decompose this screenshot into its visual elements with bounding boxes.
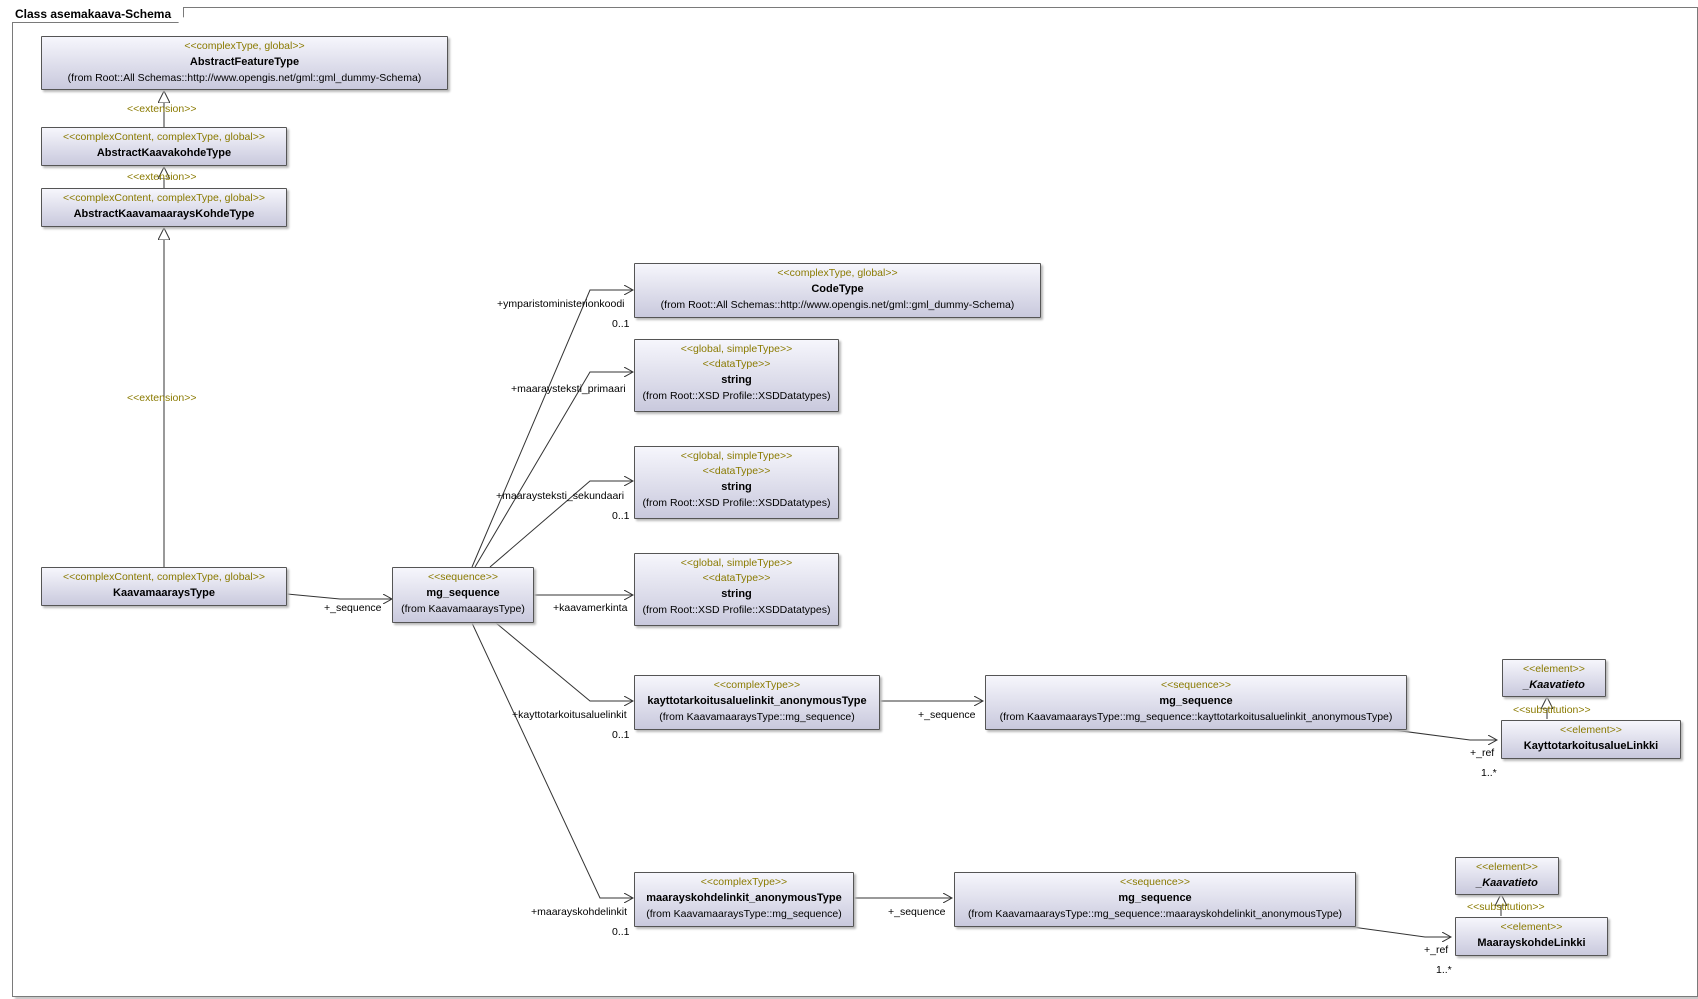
stereotype: <<complexContent, complexType, global>>: [63, 571, 265, 583]
kaytto-multiplicity: 0..1: [612, 729, 630, 741]
class-name: MaarayskohdeLinkki: [1477, 937, 1586, 949]
stereotype: <<global, simpleType>>: [680, 450, 793, 462]
kaytto-role-label: +kayttotarkoitusaluelinkit: [512, 709, 627, 721]
maarayskohde-mg-sequence-box[interactable]: <<sequence>> mg_sequence (from Kaavamaar…: [954, 872, 1356, 927]
abstract-kaavakohde-type-box[interactable]: <<complexContent, complexType, global>> …: [41, 127, 287, 166]
abstract-kaavamaarayskohde-type-box[interactable]: <<complexContent, complexType, global>> …: [41, 188, 287, 227]
kaytto-ref-edge: [1385, 728, 1497, 740]
stereotype: <<sequence>>: [427, 571, 499, 583]
class-name: mg_sequence: [1159, 695, 1233, 707]
kaavatieto-element-box-1[interactable]: <<element>> _Kaavatieto: [1502, 659, 1606, 697]
class-name: mg_sequence: [426, 587, 500, 599]
from-path: (from KaavamaaraysType::mg_sequence::kay…: [999, 711, 1393, 723]
extension-label-2: <<extension>>: [127, 171, 197, 183]
kayttotarkoitus-mg-sequence-box[interactable]: <<sequence>> mg_sequence (from Kaavamaar…: [985, 675, 1407, 730]
maarays-edge: [471, 622, 633, 898]
stereotype: <<element>>: [1523, 663, 1585, 675]
class-name: _Kaavatieto: [1523, 679, 1585, 691]
class-name: kayttotarkoitusaluelinkit_anonymousType: [647, 695, 867, 707]
stereotype: <<element>>: [1560, 724, 1622, 736]
from-path: (from KaavamaaraysType::mg_sequence): [646, 908, 842, 920]
class-name: AbstractKaavamaaraysKohdeType: [73, 208, 255, 220]
from-path: (from Root::XSD Profile::XSDDatatypes): [642, 497, 831, 509]
kaavamerkinta-role-label: +kaavamerkinta: [553, 602, 628, 614]
maarayskohdelinkki-element-box[interactable]: <<element>> MaarayskohdeLinkki: [1455, 917, 1608, 956]
from-path: (from Root::XSD Profile::XSDDatatypes): [642, 390, 831, 402]
class-name: AbstractKaavakohdeType: [96, 147, 232, 159]
stereotype: <<global, simpleType>>: [680, 343, 793, 355]
primaari-role-label: +maaraysteksti_primaari: [511, 383, 626, 395]
maarays-ref-role-label: +_ref: [1424, 944, 1449, 956]
maarays-multiplicity: 0..1: [612, 926, 630, 938]
stereotype: <<complexType>>: [700, 876, 788, 888]
sekundaari-edge: [489, 481, 633, 568]
sequence-edge: [286, 593, 392, 599]
from-path: (from Root::All Schemas::http://www.open…: [67, 72, 422, 84]
stereotype: <<complexContent, complexType, global>>: [63, 131, 265, 143]
string-box-3[interactable]: <<global, simpleType>> <<dataType>> stri…: [634, 553, 839, 626]
stereotype: <<global, simpleType>>: [680, 557, 793, 569]
stereotype: <<element>>: [1500, 921, 1563, 933]
class-name: string: [721, 588, 752, 600]
substitution-label-1: <<substitution>>: [1513, 704, 1591, 716]
maarays-ref-edge: [1344, 925, 1451, 937]
stereotype: <<complexType>>: [713, 679, 801, 691]
kaytto-ref-role-label: +_ref: [1470, 747, 1495, 759]
class-name: AbstractFeatureType: [189, 56, 300, 68]
maarays-role-label: +maarayskohdelinkit: [531, 906, 628, 918]
class-name: string: [721, 374, 752, 386]
codetype-box[interactable]: <<complexType, global>> CodeType (from R…: [634, 263, 1041, 318]
class-name: maarayskohdelinkit_anonymousType: [646, 892, 842, 904]
class-name: CodeType: [811, 283, 864, 295]
kaavamaarays-type-box[interactable]: <<complexContent, complexType, global>> …: [41, 567, 287, 606]
stereotype-2: <<dataType>>: [702, 572, 771, 584]
kaytto-edge: [495, 622, 633, 701]
stereotype: <<element>>: [1476, 861, 1538, 873]
abstract-feature-type-box[interactable]: <<complexType, global>> AbstractFeatureT…: [41, 36, 448, 90]
kaavatieto-element-box-2[interactable]: <<element>> _Kaavatieto: [1455, 857, 1559, 895]
primaari-edge: [474, 372, 633, 568]
class-name: string: [721, 481, 752, 493]
diagram-title: Class asemakaava-Schema: [12, 7, 184, 23]
maarayskohdelinkit-anonymous-type-box[interactable]: <<complexType>> maarayskohdelinkit_anony…: [634, 872, 854, 927]
kayttotarkoitusaluelinkit-anonymous-type-box[interactable]: <<complexType>> kayttotarkoitusaluelinki…: [634, 675, 880, 730]
from-path: (from KaavamaaraysType): [401, 603, 525, 615]
ymparisto-role-label: +ymparistoministerionkoodi: [497, 298, 625, 310]
stereotype: <<sequence>>: [1119, 876, 1191, 888]
ymparisto-multiplicity: 0..1: [612, 318, 630, 330]
kayttotarkoitusaluelinkki-element-box[interactable]: <<element>> KayttotarkoitusalueLinkki: [1501, 720, 1681, 759]
maarays-sequence-role-label: +_sequence: [888, 906, 946, 918]
substitution-label-2: <<substitution>>: [1467, 901, 1545, 913]
string-box-1[interactable]: <<global, simpleType>> <<dataType>> stri…: [634, 339, 839, 412]
stereotype-2: <<dataType>>: [702, 465, 771, 477]
extension-label-1: <<extension>>: [127, 103, 197, 115]
stereotype-2: <<dataType>>: [702, 358, 771, 370]
string-box-2[interactable]: <<global, simpleType>> <<dataType>> stri…: [634, 446, 839, 519]
kaytto-ref-multiplicity: 1..*: [1481, 767, 1497, 779]
class-name: mg_sequence: [1118, 892, 1192, 904]
from-path: (from Root::All Schemas::http://www.open…: [660, 299, 1015, 311]
kaytto-sequence-role-label: +_sequence: [918, 709, 976, 721]
from-path: (from KaavamaaraysType::mg_sequence::maa…: [967, 908, 1343, 920]
stereotype: <<complexType, global>>: [777, 267, 898, 279]
ymparisto-edge: [471, 290, 633, 568]
sequence-role-label: +_sequence: [324, 602, 382, 614]
mg-sequence-box[interactable]: <<sequence>> mg_sequence (from Kaavamaar…: [392, 567, 534, 623]
class-name: _Kaavatieto: [1476, 877, 1538, 889]
from-path: (from Root::XSD Profile::XSDDatatypes): [642, 604, 831, 616]
maarays-ref-multiplicity: 1..*: [1436, 964, 1452, 976]
stereotype: <<complexContent, complexType, global>>: [63, 192, 265, 204]
diagram-frame: [12, 7, 1698, 997]
extension-label-3: <<extension>>: [127, 392, 197, 404]
stereotype: <<sequence>>: [1160, 679, 1232, 691]
stereotype: <<complexType, global>>: [184, 40, 305, 52]
from-path: (from KaavamaaraysType::mg_sequence): [659, 711, 855, 723]
class-name: KayttotarkoitusalueLinkki: [1523, 740, 1659, 752]
sekundaari-role-label: +maaraysteksti_sekundaari: [496, 490, 625, 502]
sekundaari-multiplicity: 0..1: [612, 510, 630, 522]
class-name: KaavamaaraysType: [113, 587, 215, 599]
